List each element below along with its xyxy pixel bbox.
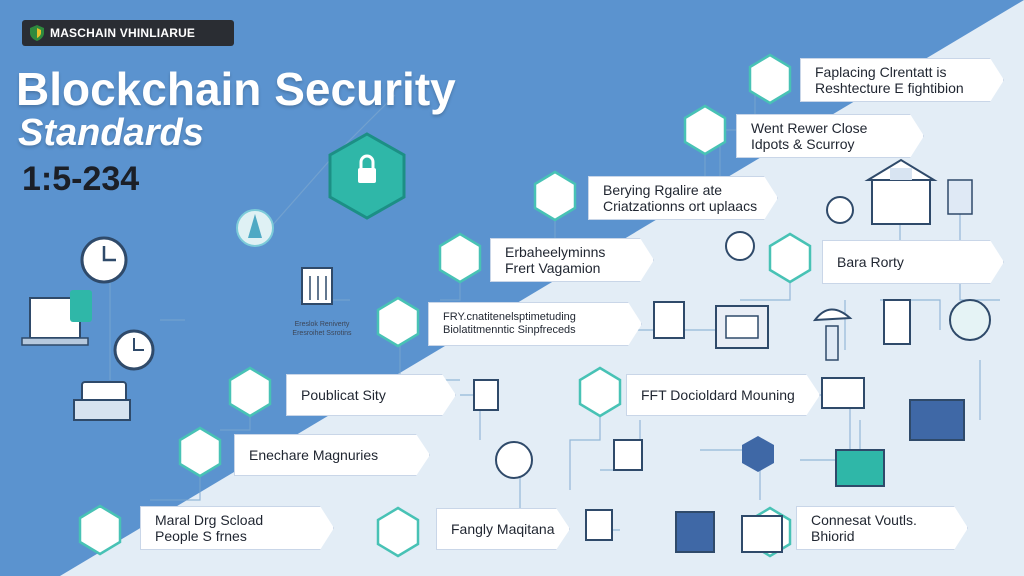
phone-icon (947, 179, 973, 215)
hex-node-2 (683, 104, 727, 156)
card-line: Bhiorid (811, 528, 855, 544)
usb-icon (825, 325, 839, 361)
lock-hex (328, 132, 406, 220)
card-line: Idpots & Scurroy (751, 136, 855, 152)
printer-icon (73, 381, 131, 421)
card-line: Bara Rorty (837, 254, 904, 270)
chair-icon (301, 267, 333, 305)
laptop-icon (21, 290, 92, 346)
card-line: Faplacing Clrentatt is (815, 64, 947, 80)
card-line: Erbaheelyminns (505, 244, 606, 260)
gear-icon (949, 299, 991, 341)
card-line: Berying Rgalire ate (603, 182, 723, 198)
hex-node-7 (178, 426, 222, 478)
step-card-8: FFT Docioldard Mouning (626, 374, 820, 416)
card-line: People S frnes (155, 528, 247, 544)
card-line: Biolatitmenntic Sinpfreceds (443, 324, 576, 336)
standard-number: 1:5-234 (22, 160, 140, 198)
hex-node-10 (376, 506, 420, 558)
card-line: FFT Docioldard Mouning (641, 387, 795, 403)
house-icon (585, 509, 613, 541)
top-badge: MASCHAIN VHINLIARUE (22, 20, 234, 46)
hex-node-12 (78, 504, 122, 556)
globe-icon (725, 231, 755, 261)
step-card-5: Bara Rorty (822, 240, 1004, 284)
card-line: Criatzationns ort uplaacs (603, 198, 758, 214)
lock-icon (358, 168, 376, 183)
screen-icon (909, 399, 965, 441)
page-title: Blockchain Security (16, 63, 456, 115)
hex-node-6 (228, 366, 272, 418)
hex-node-9 (578, 366, 622, 418)
stopwatch-icon (113, 329, 155, 371)
hex-node-1 (748, 53, 792, 105)
step-card-9: Enechare Magnuries (234, 434, 430, 476)
caption-line-2: Eresroihet Ssrotins (292, 330, 352, 337)
card-line: Went Rewer Close (751, 120, 868, 136)
hex-node-5 (376, 296, 420, 348)
bank-icon (864, 158, 938, 225)
step-card-4: Erbaheelyminns Frert Vagamion (490, 238, 654, 282)
step-card-12: Connesat Voutls. Bhiorid (796, 506, 968, 550)
cube-icon (653, 301, 685, 339)
card-line: Connesat Voutls. (811, 512, 917, 528)
step-card-11: Fangly Maqitana (436, 508, 570, 550)
server-icon (883, 299, 911, 345)
pin-icon (826, 196, 854, 224)
clock-icon (80, 236, 128, 284)
step-card-7: Poublicat Sity (286, 374, 456, 416)
badge-shield-icon (30, 25, 44, 41)
step-card-2: Went Rewer Close Idpots & Scurroy (736, 114, 924, 158)
card-line: Maral Drg Scload (155, 512, 264, 528)
card-line: Poublicat Sity (301, 387, 386, 403)
card-line: Fangly Maqitana (451, 521, 555, 537)
hex-node-8 (768, 232, 812, 284)
step-card-10: Maral Drg Scload People S frnes (140, 506, 334, 550)
caption-line-1: Ereslok Reniverty (294, 321, 350, 328)
card-line: Enechare Magnuries (249, 447, 379, 463)
chip-icon (835, 449, 885, 487)
rocket-icon (236, 209, 274, 247)
lock-box-icon (473, 379, 499, 411)
cloud-icon (812, 308, 853, 322)
step-card-1: Faplacing Clrentatt is Reshtecture E fig… (800, 58, 1004, 102)
page-subtitle: Standards (18, 112, 204, 154)
step-card-6: FRY.cnatitenelsptimetuding Biolatitmennt… (428, 302, 642, 346)
node-caption: Ereslok Reniverty Eresroihet Ssrotins (272, 320, 372, 338)
cog-hex-icon (742, 436, 774, 472)
badge-label: MASCHAIN VHINLIARUE (50, 26, 196, 40)
card-line: Frert Vagamion (505, 260, 601, 276)
card-line: Reshtecture E fightibion (815, 80, 964, 96)
id-card-icon (821, 377, 865, 409)
hex-node-3 (533, 170, 577, 222)
safe-icon (675, 511, 715, 553)
card-line: FRY.cnatitenelsptimetuding (443, 311, 576, 323)
shield-icon (495, 441, 533, 479)
document-icon (613, 439, 643, 471)
hex-node-4 (438, 232, 482, 284)
step-card-3: Berying Rgalire ate Criatzationns ort up… (588, 176, 778, 220)
chart-icon (741, 515, 783, 553)
